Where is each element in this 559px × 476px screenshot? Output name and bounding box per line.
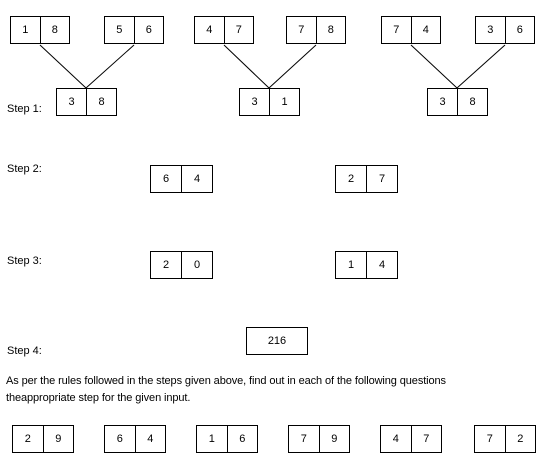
pair-cell: 1	[208, 433, 215, 445]
pair-cell: 7	[393, 24, 400, 36]
pair-cell: 3	[487, 24, 494, 36]
pair-cell: 4	[134, 426, 166, 452]
step4-label: Step 4:	[7, 345, 42, 357]
pair-cell: 6	[504, 17, 535, 43]
pair-cell: 6	[116, 433, 123, 445]
input-box-3: 1 6	[196, 425, 258, 453]
connector-line	[85, 44, 135, 89]
pair-box-g2-left: 4 7	[194, 16, 254, 44]
pair-cell: 8	[315, 17, 346, 43]
connector-line	[410, 44, 458, 89]
pair-cell: 1	[269, 89, 299, 115]
pair-cell: 6	[133, 17, 164, 43]
pair-cell: 3	[68, 96, 75, 108]
step3-box-2: 1 4	[335, 251, 398, 279]
instructions-line-2: theappropriate step for the given input.	[6, 392, 191, 404]
pair-cell: 2	[24, 433, 31, 445]
pair-cell: 4	[206, 24, 213, 36]
step4-box: 216	[246, 327, 308, 355]
pair-cell: 9	[42, 426, 74, 452]
pair-cell: 2	[347, 173, 355, 185]
instructions-text: As per the rules followed in the steps g…	[6, 373, 551, 407]
connector-line	[223, 44, 270, 89]
pair-cell: 7	[300, 433, 307, 445]
pair-cell: 6	[162, 173, 170, 185]
pair-box-g2-right: 7 8	[286, 16, 346, 44]
pair-box-g1-right: 5 6	[104, 16, 164, 44]
pair-cell: 8	[457, 89, 487, 115]
step1-box-3: 3 8	[427, 88, 488, 116]
pair-box-g3-right: 3 6	[475, 16, 535, 44]
step3-box-1: 2 0	[150, 251, 213, 279]
pair-cell: 3	[251, 96, 258, 108]
pair-cell: 7	[410, 426, 442, 452]
pair-cell: 0	[181, 252, 212, 278]
input-box-5: 4 7	[380, 425, 442, 453]
pair-cell: 1	[347, 259, 355, 271]
step2-box-2: 2 7	[335, 165, 398, 193]
pair-cell: 4	[366, 252, 397, 278]
pair-cell: 4	[410, 17, 441, 43]
step4-value: 216	[267, 335, 287, 347]
pair-cell: 8	[39, 17, 70, 43]
pair-cell: 5	[116, 24, 123, 36]
pair-cell: 2	[504, 426, 536, 452]
input-box-2: 6 4	[104, 425, 166, 453]
pair-box-g1-left: 1 8	[10, 16, 70, 44]
pair-cell: 4	[181, 166, 212, 192]
pair-cell: 7	[223, 17, 254, 43]
step1-box-1: 3 8	[56, 88, 117, 116]
pair-box-g3-left: 7 4	[381, 16, 441, 44]
input-box-1: 2 9	[12, 425, 74, 453]
pair-cell: 4	[392, 433, 399, 445]
input-box-4: 7 9	[288, 425, 350, 453]
pair-cell: 7	[486, 433, 493, 445]
pair-cell: 7	[366, 166, 397, 192]
step3-label: Step 3:	[7, 255, 42, 267]
pair-cell: 2	[162, 259, 170, 271]
step1-label: Step 1:	[7, 103, 42, 115]
pair-cell: 9	[318, 426, 350, 452]
pair-cell: 3	[439, 96, 446, 108]
pair-cell: 6	[226, 426, 258, 452]
connector-line	[456, 44, 506, 89]
instructions-line-1: As per the rules followed in the steps g…	[6, 375, 446, 387]
pair-cell: 8	[86, 89, 116, 115]
step2-box-1: 6 4	[150, 165, 213, 193]
pair-cell: 7	[298, 24, 305, 36]
connector-line	[39, 44, 87, 89]
step2-label: Step 2:	[7, 163, 42, 175]
pair-cell: 1	[22, 24, 29, 36]
step1-box-2: 3 1	[239, 88, 300, 116]
connector-line	[268, 44, 317, 89]
input-box-6: 7 2	[474, 425, 536, 453]
